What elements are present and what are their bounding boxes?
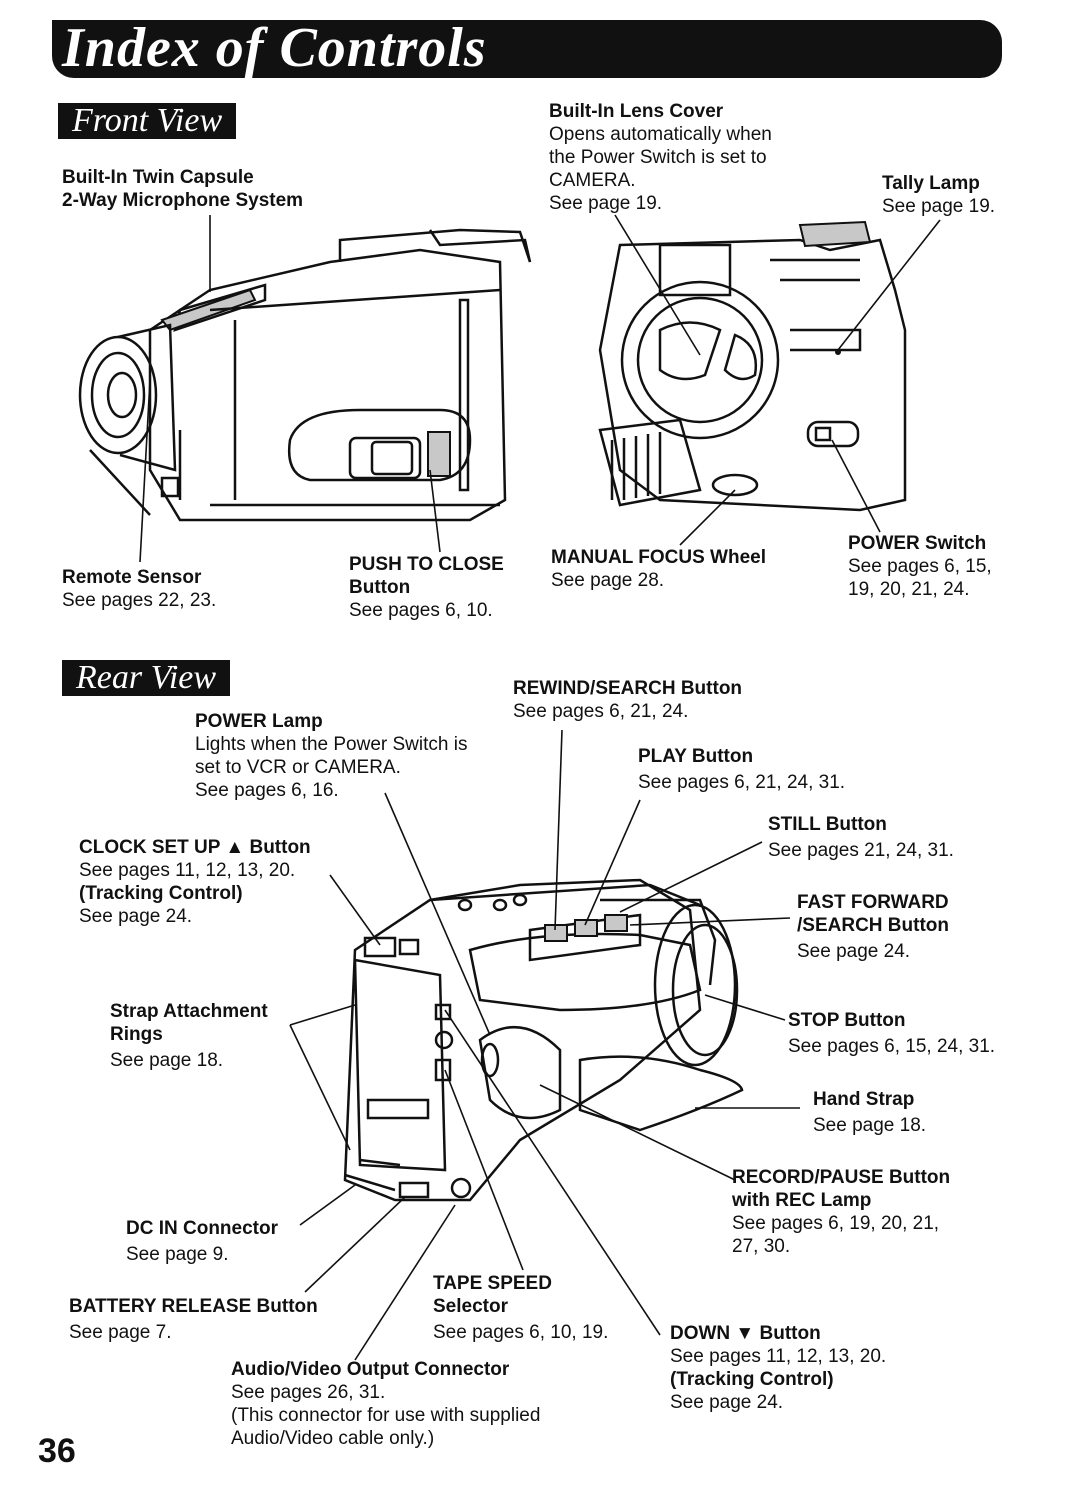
remote-sensor-title: Remote Sensor — [62, 567, 202, 588]
stop-desc: See pages 6, 15, 24, 31. — [788, 1036, 996, 1057]
page-title: Index of Controls — [62, 17, 487, 79]
down-button-label: DOWN ▼ Button See pages 11, 12, 13, 20. … — [670, 1322, 886, 1414]
power-lamp-desc-3: See pages 6, 16. — [195, 780, 339, 801]
front-leader-lines — [139, 214, 941, 563]
down-button-title-2: (Tracking Control) — [670, 1369, 834, 1390]
fast-forward-title-1: FAST FORWARD — [797, 892, 949, 913]
dc-in-title: DC IN Connector — [126, 1218, 278, 1239]
down-button-desc-2: See page 24. — [670, 1392, 784, 1413]
tape-speed-label: TAPE SPEED Selector See pages 6, 10, 19. — [433, 1272, 608, 1344]
stop-title: STOP Button — [788, 1010, 906, 1031]
lens-cover-desc-1: Opens automatically when — [549, 124, 772, 145]
still-desc: See pages 21, 24, 31. — [768, 840, 954, 861]
av-output-label: Audio/Video Output Connector See pages 2… — [231, 1358, 540, 1450]
clock-set-up-desc-1: See pages 11, 12, 13, 20. — [79, 860, 296, 881]
rear-camera-drawing — [343, 878, 744, 1202]
remote-sensor-label: Remote Sensor See pages 22, 23. — [62, 566, 216, 612]
dc-in-label: DC IN Connector See page 9. — [126, 1217, 278, 1266]
microphone-title-1: Built-In Twin Capsule — [62, 167, 254, 188]
lens-cover-desc-2: the Power Switch is set to — [549, 147, 767, 168]
lens-cover-desc-3: CAMERA. — [549, 170, 636, 191]
battery-release-title: BATTERY RELEASE Button — [69, 1296, 318, 1317]
fast-forward-desc: See page 24. — [797, 941, 911, 962]
push-to-close-label: PUSH TO CLOSE Button See pages 6, 10. — [349, 553, 504, 622]
push-to-close-desc: See pages 6, 10. — [349, 600, 493, 621]
push-to-close-title-1: PUSH TO CLOSE — [349, 554, 504, 575]
clock-set-up-title-2: (Tracking Control) — [79, 883, 243, 904]
fast-forward-title-2: /SEARCH Button — [797, 915, 949, 936]
lens-cover-label: Built-In Lens Cover Opens automatically … — [549, 100, 772, 215]
fast-forward-label: FAST FORWARD /SEARCH Button See page 24. — [797, 891, 949, 963]
strap-rings-title-1: Strap Attachment — [110, 1001, 268, 1022]
tape-speed-title-2: Selector — [433, 1296, 508, 1317]
power-switch-desc-2: 19, 20, 21, 24. — [848, 579, 970, 600]
clock-set-up-desc-2: See page 24. — [79, 906, 193, 927]
av-output-desc-2: (This connector for use with supplied — [231, 1405, 541, 1426]
stop-label: STOP Button See pages 6, 15, 24, 31. — [788, 1009, 995, 1058]
power-lamp-title: POWER Lamp — [195, 711, 323, 732]
battery-release-label: BATTERY RELEASE Button See page 7. — [69, 1295, 318, 1344]
lens-cover-title: Built-In Lens Cover — [549, 101, 724, 122]
record-pause-desc-2: 27, 30. — [732, 1236, 791, 1257]
still-title: STILL Button — [768, 814, 887, 835]
tape-speed-title-1: TAPE SPEED — [433, 1273, 552, 1294]
strap-rings-label: Strap Attachment Rings See page 18. — [110, 1000, 268, 1072]
clock-set-up-title: CLOCK SET UP ▲ Button — [79, 837, 311, 858]
record-pause-desc-1: See pages 6, 19, 20, 21, — [732, 1213, 940, 1234]
remote-sensor-desc: See pages 22, 23. — [62, 590, 217, 611]
hand-strap-desc: See page 18. — [813, 1115, 927, 1136]
microphone-label: Built-In Twin Capsule 2-Way Microphone S… — [62, 166, 303, 212]
front-view-heading: Front View — [58, 103, 237, 139]
manual-focus-label: MANUAL FOCUS Wheel See page 28. — [551, 546, 766, 592]
play-title: PLAY Button — [638, 746, 754, 767]
tape-speed-desc: See pages 6, 10, 19. — [433, 1322, 609, 1343]
av-output-title: Audio/Video Output Connector — [231, 1359, 510, 1380]
push-to-close-title-2: Button — [349, 577, 411, 598]
clock-set-up-label: CLOCK SET UP ▲ Button See pages 11, 12, … — [79, 836, 311, 928]
manual-focus-desc: See page 28. — [551, 570, 665, 591]
record-pause-title-1: RECORD/PAUSE Button — [732, 1167, 951, 1188]
record-pause-label: RECORD/PAUSE Button with REC Lamp See pa… — [732, 1166, 950, 1258]
title-bar: Index of Controls — [52, 17, 1002, 79]
play-label: PLAY Button See pages 6, 21, 24, 31. — [638, 745, 845, 794]
page-number: 36 — [38, 1432, 76, 1470]
rewind-search-title: REWIND/SEARCH Button — [513, 678, 743, 699]
rewind-search-label: REWIND/SEARCH Button See pages 6, 21, 24… — [513, 677, 742, 723]
rear-leader-lines — [289, 729, 800, 1361]
still-label: STILL Button See pages 21, 24, 31. — [768, 813, 954, 862]
record-pause-title-2: with REC Lamp — [732, 1190, 872, 1211]
rear-view-heading: Rear View — [62, 660, 231, 696]
tally-lamp-desc: See page 19. — [882, 196, 996, 217]
power-switch-label: POWER Switch See pages 6, 15, 19, 20, 21… — [848, 532, 992, 601]
down-button-title: DOWN ▼ Button — [670, 1323, 821, 1344]
strap-rings-title-2: Rings — [110, 1024, 163, 1045]
front-side-camera-drawing — [78, 228, 532, 522]
front-facing-camera-drawing — [598, 220, 907, 512]
rewind-search-desc: See pages 6, 21, 24. — [513, 701, 689, 722]
tally-lamp-label: Tally Lamp See page 19. — [882, 172, 995, 218]
dc-in-desc: See page 9. — [126, 1244, 229, 1265]
down-button-desc-1: See pages 11, 12, 13, 20. — [670, 1346, 887, 1367]
av-output-desc-1: See pages 26, 31. — [231, 1382, 386, 1403]
battery-release-desc: See page 7. — [69, 1322, 172, 1343]
microphone-title-2: 2-Way Microphone System — [62, 190, 304, 211]
hand-strap-title: Hand Strap — [813, 1089, 915, 1110]
power-lamp-desc-1: Lights when the Power Switch is — [195, 734, 468, 755]
power-switch-title: POWER Switch — [848, 533, 987, 554]
manual-focus-title: MANUAL FOCUS Wheel — [551, 547, 766, 568]
strap-rings-desc: See page 18. — [110, 1050, 224, 1071]
tally-lamp-title: Tally Lamp — [882, 173, 980, 194]
power-switch-desc-1: See pages 6, 15, — [848, 556, 992, 577]
av-output-desc-3: Audio/Video cable only.) — [231, 1428, 435, 1449]
power-lamp-desc-2: set to VCR or CAMERA. — [195, 757, 401, 778]
play-desc: See pages 6, 21, 24, 31. — [638, 772, 846, 793]
lens-cover-desc-4: See page 19. — [549, 193, 663, 214]
hand-strap-label: Hand Strap See page 18. — [813, 1088, 926, 1137]
power-lamp-label: POWER Lamp Lights when the Power Switch … — [195, 710, 467, 802]
